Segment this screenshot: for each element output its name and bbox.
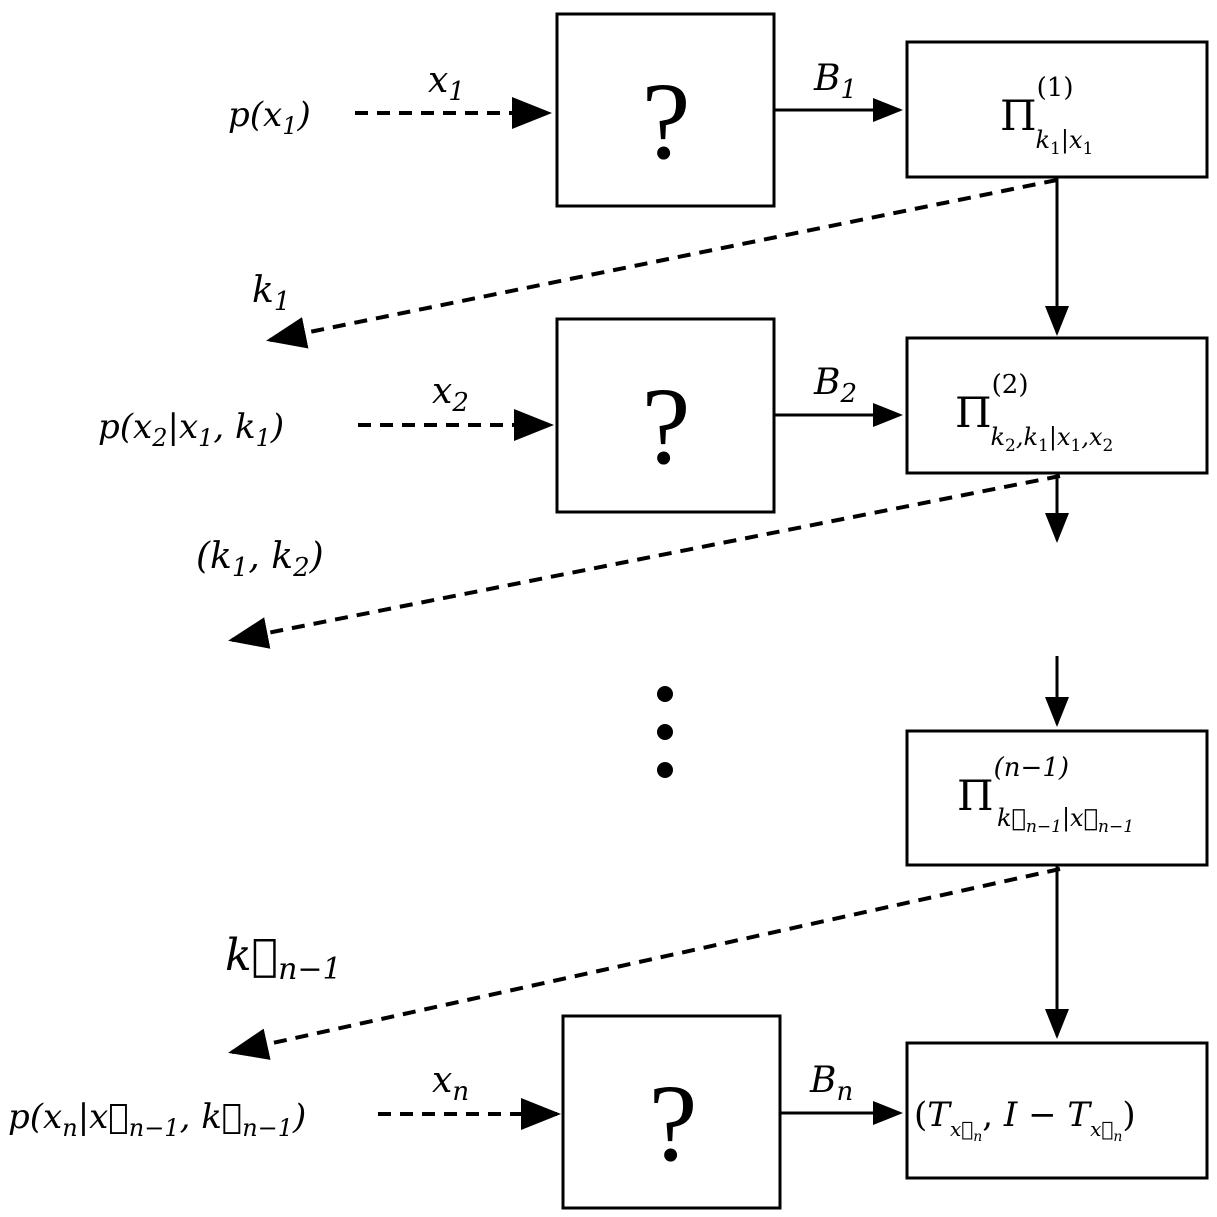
stage-2-unknown-box	[555, 317, 776, 514]
stage-n-minus-1-outcome-label: k⃗n−1	[225, 930, 342, 987]
stage-n-minus-1-outcome-arrow	[228, 867, 1061, 1060]
stage-1-variable-label: x1	[428, 60, 465, 107]
stage-n: p(xn|x⃗n−1, k⃗n−1) xn ? Bn (Tx⃗n, I − Tx…	[8, 1014, 1209, 1210]
stage-1-outcome-arrow	[266, 178, 1058, 349]
stage-n-input-label: p(xn|x⃗n−1, k⃗n−1)	[8, 1097, 306, 1142]
stage-n-measurement-box	[905, 1041, 1209, 1180]
stage-2-outcome-arrow	[228, 474, 1061, 649]
stage-n-variable-label: xn	[432, 1060, 469, 1107]
stage-1-measurement-box	[905, 40, 1209, 179]
stage-2-output-label: B2	[813, 362, 857, 409]
stage-1-unknown-symbol: ?	[642, 60, 691, 182]
ellipsis-dot-3	[657, 762, 673, 778]
stage-n-minus-1: Π(n−1)k⃗n−1|x⃗n−1 k⃗n−1	[225, 656, 1209, 1060]
ellipsis-dot-1	[657, 686, 673, 702]
stage-n-minus-1-measurement-box	[905, 729, 1209, 867]
stage-2-measurement-box	[905, 336, 1209, 475]
stage-1-outcome-label: k1	[252, 270, 290, 317]
stage-2-variable-label: x2	[432, 371, 469, 418]
ellipsis-dot-2	[657, 724, 673, 740]
ellipsis	[657, 686, 673, 778]
stage-1-output-label: B1	[813, 58, 857, 105]
stage-n-unknown-box	[561, 1014, 782, 1210]
stage-2-unknown-symbol: ?	[642, 365, 691, 487]
stage-2: p(x2|x1, k1) x2 ? B2 Π(2)k2,k1|x1,x2 (k1…	[98, 317, 1209, 649]
stage-n-unknown-symbol: ?	[649, 1062, 698, 1184]
stage-2-input-label: p(x2|x1, k1)	[98, 407, 284, 452]
stage-2-outcome-label: (k1, k2)	[196, 536, 324, 583]
stage-n-output-label: Bn	[809, 1060, 853, 1107]
stage-1: p(x1) x1 ? B1 Π(1)k1|x1 k1	[228, 12, 1209, 349]
stage-1-input-label: p(x1)	[228, 95, 311, 140]
